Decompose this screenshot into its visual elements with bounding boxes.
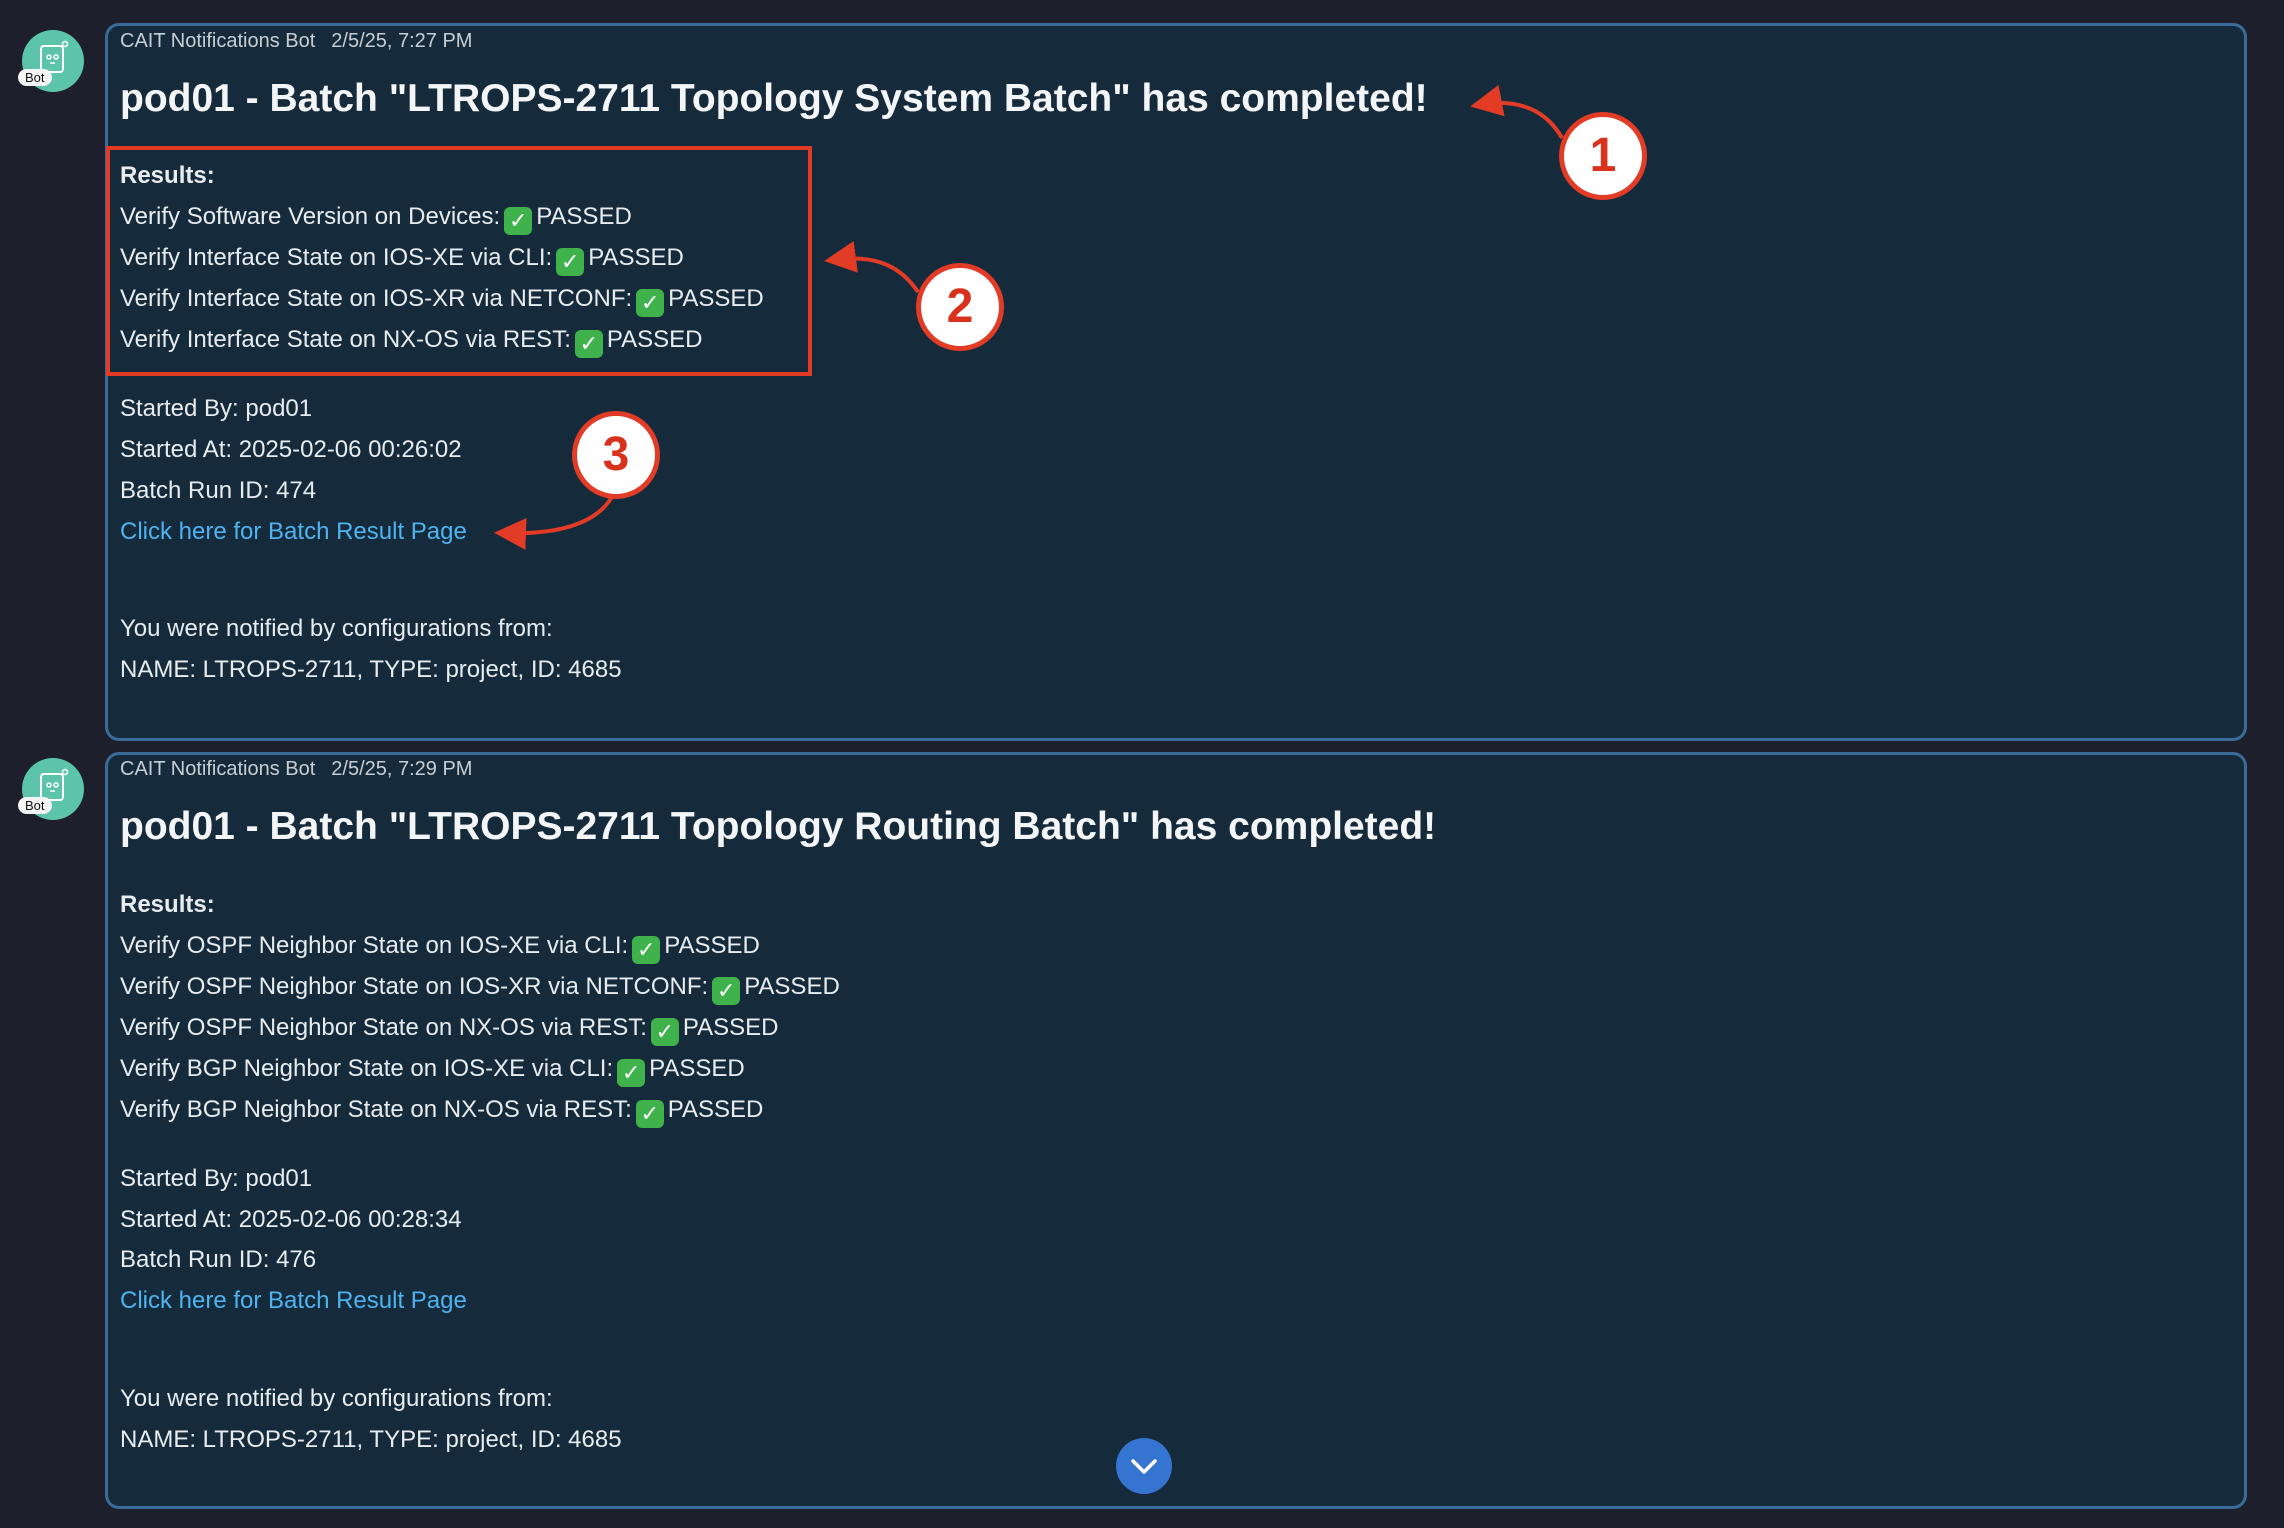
- highlight-box: [106, 146, 812, 376]
- check-icon: ✓: [650, 1018, 679, 1046]
- result-item: Verify Interface State on NX-OS via REST…: [120, 326, 703, 358]
- bot-badge: Bot: [18, 69, 52, 86]
- started-at: Started At: 2025-02-06 00:28:34: [120, 1206, 462, 1233]
- check-icon: ✓: [635, 1100, 664, 1128]
- message-title: pod01 - Batch "LTROPS-2711 Topology Rout…: [120, 805, 1437, 848]
- check-icon: ✓: [504, 207, 533, 235]
- result-item: Verify BGP Neighbor State on IOS-XE via …: [120, 1055, 745, 1087]
- batch-run-id: Batch Run ID: 476: [120, 1246, 317, 1273]
- robot-icon: [40, 768, 69, 801]
- callout-1: 1: [1559, 112, 1647, 200]
- scroll-to-bottom-button[interactable]: [1116, 1438, 1172, 1494]
- callout-2: 2: [916, 263, 1004, 351]
- result-item: Verify Interface State on IOS-XR via NET…: [120, 285, 764, 317]
- message-header: CAIT Notifications Bot 2/5/25, 7:29 PM: [120, 758, 488, 781]
- notified-text: You were notified by configurations from…: [120, 615, 553, 642]
- message-header: CAIT Notifications Bot 2/5/25, 7:27 PM: [120, 30, 488, 53]
- bot-badge: Bot: [18, 797, 52, 814]
- check-icon: ✓: [632, 936, 661, 964]
- check-icon: ✓: [574, 330, 603, 358]
- notified-text: You were notified by configurations from…: [120, 1385, 553, 1412]
- started-by: Started By: pod01: [120, 1165, 313, 1192]
- result-item: Verify BGP Neighbor State on NX-OS via R…: [120, 1096, 764, 1128]
- bot-avatar[interactable]: Bot: [18, 30, 84, 92]
- message-title: pod01 - Batch "LTROPS-2711 Topology Syst…: [120, 77, 1428, 120]
- arrow-3: [494, 495, 614, 550]
- started-by: Started By: pod01: [120, 395, 313, 422]
- result-item: Verify OSPF Neighbor State on IOS-XE via…: [120, 932, 760, 964]
- robot-icon: [40, 40, 69, 73]
- check-icon: ✓: [636, 289, 665, 317]
- arrow-2: [824, 241, 920, 294]
- batch-result-link[interactable]: Click here for Batch Result Page: [120, 518, 467, 545]
- message-card: [105, 752, 2247, 1509]
- batch-run-id: Batch Run ID: 474: [120, 477, 317, 504]
- callout-3: 3: [572, 411, 660, 499]
- timestamp: 2/5/25, 7:29 PM: [331, 758, 473, 780]
- result-item: Verify OSPF Neighbor State on IOS-XR via…: [120, 973, 840, 1005]
- result-item: Verify Interface State on IOS-XE via CLI…: [120, 244, 684, 276]
- results-label: Results:: [120, 891, 215, 918]
- bot-avatar[interactable]: Bot: [18, 758, 84, 820]
- timestamp: 2/5/25, 7:27 PM: [331, 30, 473, 52]
- chevron-down-icon: [1131, 1459, 1157, 1474]
- result-item: Verify Software Version on Devices:✓PASS…: [120, 203, 632, 235]
- batch-result-link[interactable]: Click here for Batch Result Page: [120, 1287, 467, 1314]
- config-info: NAME: LTROPS-2711, TYPE: project, ID: 46…: [120, 1426, 622, 1453]
- check-icon: ✓: [617, 1059, 646, 1087]
- check-icon: ✓: [556, 248, 585, 276]
- config-info: NAME: LTROPS-2711, TYPE: project, ID: 46…: [120, 656, 622, 683]
- started-at: Started At: 2025-02-06 00:26:02: [120, 436, 462, 463]
- arrow-1: [1470, 84, 1564, 139]
- result-item: Verify OSPF Neighbor State on NX-OS via …: [120, 1014, 779, 1046]
- message-card: [105, 23, 2247, 741]
- check-icon: ✓: [712, 977, 741, 1005]
- sender-name[interactable]: CAIT Notifications Bot: [120, 758, 316, 780]
- results-label: Results:: [120, 162, 215, 189]
- sender-name[interactable]: CAIT Notifications Bot: [120, 30, 316, 52]
